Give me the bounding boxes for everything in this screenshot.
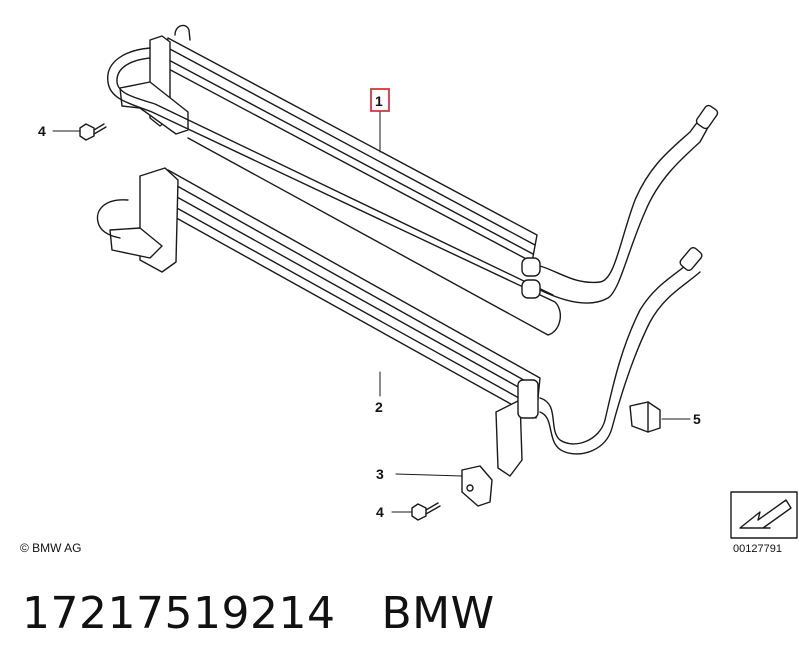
callout-4-upper: 4	[38, 123, 46, 139]
callout-3: 3	[376, 466, 384, 482]
callout-1-highlight-box	[370, 88, 390, 112]
hose-clip	[629, 401, 661, 433]
callout-1: 1	[375, 93, 383, 109]
brand-name: BMW	[381, 588, 495, 639]
oil-cooler-lower	[96, 167, 703, 477]
bolt-lower	[411, 502, 441, 521]
drawing-number: 00127791	[733, 543, 782, 555]
copyright-notice: © BMW AG	[20, 541, 82, 555]
drawing-symbol-box	[730, 491, 798, 539]
callout-5: 5	[693, 411, 701, 427]
bolt-upper	[79, 123, 107, 141]
footer-caption: 17217519214 BMW	[22, 588, 541, 639]
callout-4-lower: 4	[376, 504, 384, 520]
leader-lines	[52, 111, 691, 513]
mounting-bracket	[461, 465, 493, 507]
oil-cooler-upper	[107, 24, 719, 336]
callout-2: 2	[375, 399, 383, 415]
part-number: 17217519214	[22, 588, 336, 639]
